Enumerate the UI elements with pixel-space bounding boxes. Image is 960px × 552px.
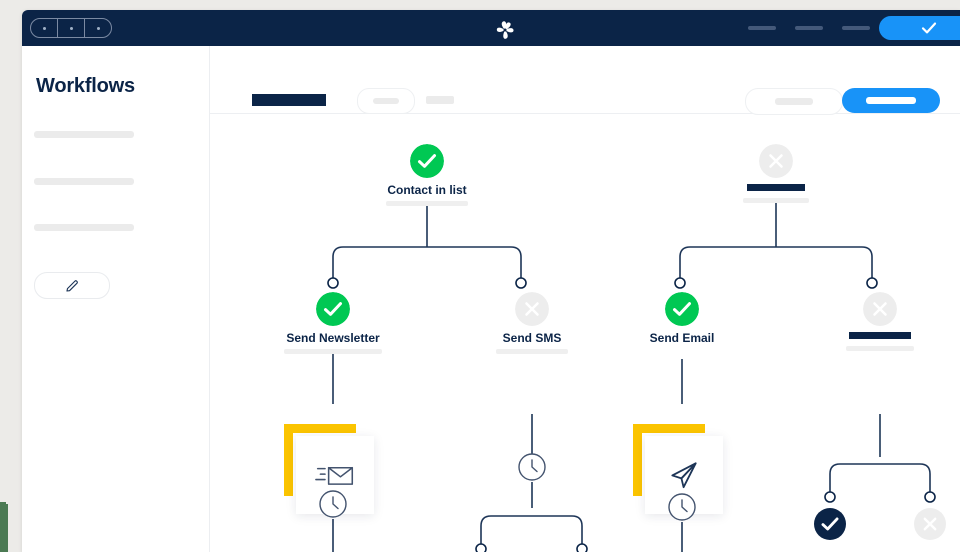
- page-title: Workflows: [36, 75, 135, 97]
- outcome-right-no[interactable]: [914, 508, 946, 545]
- node-underline: [846, 346, 914, 351]
- window-control-2[interactable]: [58, 19, 85, 37]
- clock-icon: [668, 493, 696, 521]
- node-label: Send Email: [649, 331, 715, 345]
- primary-button[interactable]: [842, 88, 940, 113]
- clock-icon: [518, 453, 546, 481]
- card-accent-border: [633, 424, 705, 496]
- dot-icon: [69, 26, 73, 30]
- node-label: Contact in list: [387, 183, 467, 197]
- check-circle-green-icon: [665, 292, 699, 326]
- primary-button-label: [866, 97, 916, 104]
- window-controls[interactable]: [30, 18, 112, 38]
- node-underline: [743, 198, 809, 203]
- workflow-canvas[interactable]: Contact in list: [210, 114, 960, 552]
- paper-plane-icon: [671, 462, 697, 489]
- nav-item-1[interactable]: [748, 26, 776, 30]
- x-circle-gray-icon: [914, 508, 946, 540]
- node-send-email[interactable]: Send Email: [627, 292, 737, 345]
- top-nav-placeholders: [748, 26, 870, 30]
- x-circle-gray-icon: [515, 292, 549, 326]
- accent-left: [633, 424, 642, 496]
- check-circle-green-icon: [316, 292, 350, 326]
- accent-top: [633, 424, 705, 433]
- node-right-branch[interactable]: [830, 292, 930, 351]
- node-label-placeholder: [747, 184, 805, 191]
- content-area: Contact in list: [210, 46, 960, 552]
- delay-email[interactable]: [667, 492, 697, 527]
- pencil-icon: [66, 279, 78, 292]
- sidebar: Workflows: [22, 46, 210, 552]
- x-circle-gray-icon: [759, 144, 793, 178]
- window-control-3[interactable]: [85, 19, 111, 37]
- sidebar-item-3[interactable]: [34, 224, 134, 231]
- accent-left: [284, 424, 293, 496]
- corner-accent: [0, 504, 8, 552]
- check-circle-green-icon: [410, 144, 444, 178]
- node-right-root[interactable]: [732, 144, 820, 203]
- node-underline: [496, 349, 568, 354]
- nav-item-3[interactable]: [842, 26, 870, 30]
- toolbar-title-placeholder: [252, 94, 326, 106]
- toolbar-text-placeholder[interactable]: [426, 96, 454, 104]
- outcome-right-yes[interactable]: [814, 508, 846, 545]
- browser-window: Workflows: [22, 10, 960, 552]
- delay-newsletter[interactable]: [318, 489, 348, 524]
- card-accent-border: [284, 424, 356, 496]
- title-bar: [22, 10, 960, 46]
- envelope-send-icon: [315, 466, 354, 485]
- window-control-1[interactable]: [31, 19, 58, 37]
- dot-icon: [42, 26, 46, 30]
- sidebar-item-1[interactable]: [34, 131, 134, 138]
- node-label: Send SMS: [502, 331, 562, 345]
- secondary-button[interactable]: [745, 88, 843, 115]
- toolbar-filter-pill[interactable]: [357, 88, 415, 114]
- node-contact-in-list[interactable]: Contact in list: [383, 144, 471, 206]
- toolbar: [210, 46, 960, 115]
- nav-item-2[interactable]: [795, 26, 823, 30]
- check-icon: [921, 22, 937, 34]
- node-label-placeholder: [849, 332, 911, 339]
- delay-sms[interactable]: [517, 452, 547, 487]
- edit-button[interactable]: [34, 272, 110, 299]
- toolbar-filter-label: [373, 98, 399, 104]
- clock-icon: [319, 490, 347, 518]
- node-send-newsletter[interactable]: Send Newsletter: [273, 292, 393, 354]
- corner-accent-dot: [0, 502, 6, 508]
- sidebar-item-2[interactable]: [34, 178, 134, 185]
- node-send-sms[interactable]: Send SMS: [476, 292, 588, 354]
- node-underline: [284, 349, 382, 354]
- pinwheel-logo-icon: [485, 19, 525, 41]
- check-circle-navy-icon: [814, 508, 846, 540]
- secondary-button-label: [775, 98, 813, 105]
- dot-icon: [96, 26, 100, 30]
- x-circle-gray-icon: [863, 292, 897, 326]
- titlebar-cta-button[interactable]: [879, 16, 960, 40]
- node-underline: [386, 201, 468, 206]
- node-label: Send Newsletter: [286, 331, 380, 345]
- accent-top: [284, 424, 356, 433]
